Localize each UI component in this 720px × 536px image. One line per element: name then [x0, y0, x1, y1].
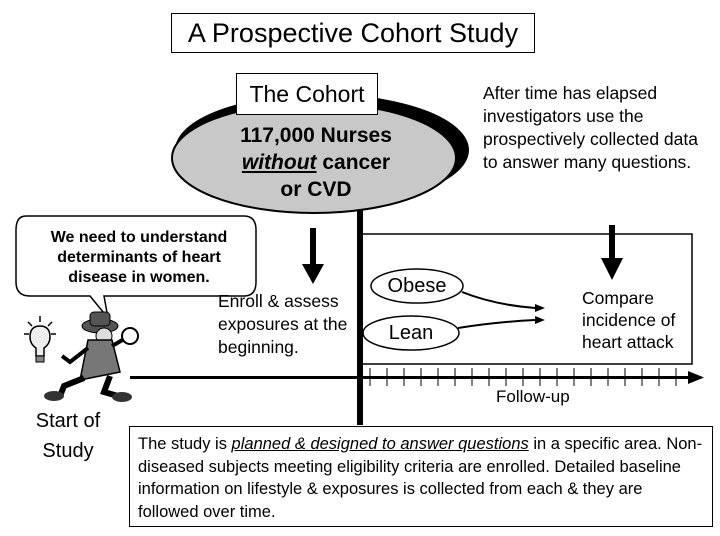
compare-arrow	[601, 225, 623, 280]
cohort-description: 117,000 Nurses without cancer or CVD	[192, 122, 440, 203]
lean-ellipse	[362, 315, 460, 351]
cohort-line-2-emphasis: without	[241, 151, 317, 174]
cohort-line-1: 117,000 Nurses	[240, 124, 392, 147]
cohort-line-2-rest: cancer	[316, 151, 391, 174]
enroll-note: Enroll & assess exposures at the beginni…	[218, 291, 348, 357]
compare-note: Compare incidence of heart attack	[582, 288, 676, 352]
description-part-1: The study is	[138, 435, 232, 453]
start-line	[357, 210, 363, 425]
cohort-label: The Cohort	[236, 73, 378, 115]
after-time-note: After time has elapsed investigators use…	[483, 83, 698, 172]
description-emphasis: planned & designed to answer questions	[231, 435, 529, 453]
obese-label: Obese	[387, 275, 447, 297]
timeline	[130, 371, 704, 384]
obese-arrow	[461, 291, 536, 309]
study-description: The study is planned & designed to answe…	[129, 426, 713, 527]
speech-bubble-text: We need to understand determinants of he…	[50, 229, 228, 286]
detective-icon	[44, 311, 139, 402]
timeline-ticks	[369, 368, 677, 386]
cohort-line-2: without cancer	[192, 149, 440, 176]
description-part-2: in a specific area. Non-diseased subject…	[138, 435, 703, 521]
start-of-study-label: Start of Study	[35, 410, 101, 462]
lightbulb-icon	[24, 316, 56, 363]
diagram-title: A Prospective Cohort Study	[171, 13, 535, 53]
followup-label: Follow-up	[496, 387, 570, 406]
lean-arrow	[457, 319, 536, 329]
obese-ellipse	[370, 268, 464, 304]
speech-bubble	[15, 215, 257, 321]
cohort-line-3: or CVD	[280, 178, 352, 201]
enroll-arrow	[302, 228, 324, 284]
lean-label: Lean	[388, 322, 434, 344]
